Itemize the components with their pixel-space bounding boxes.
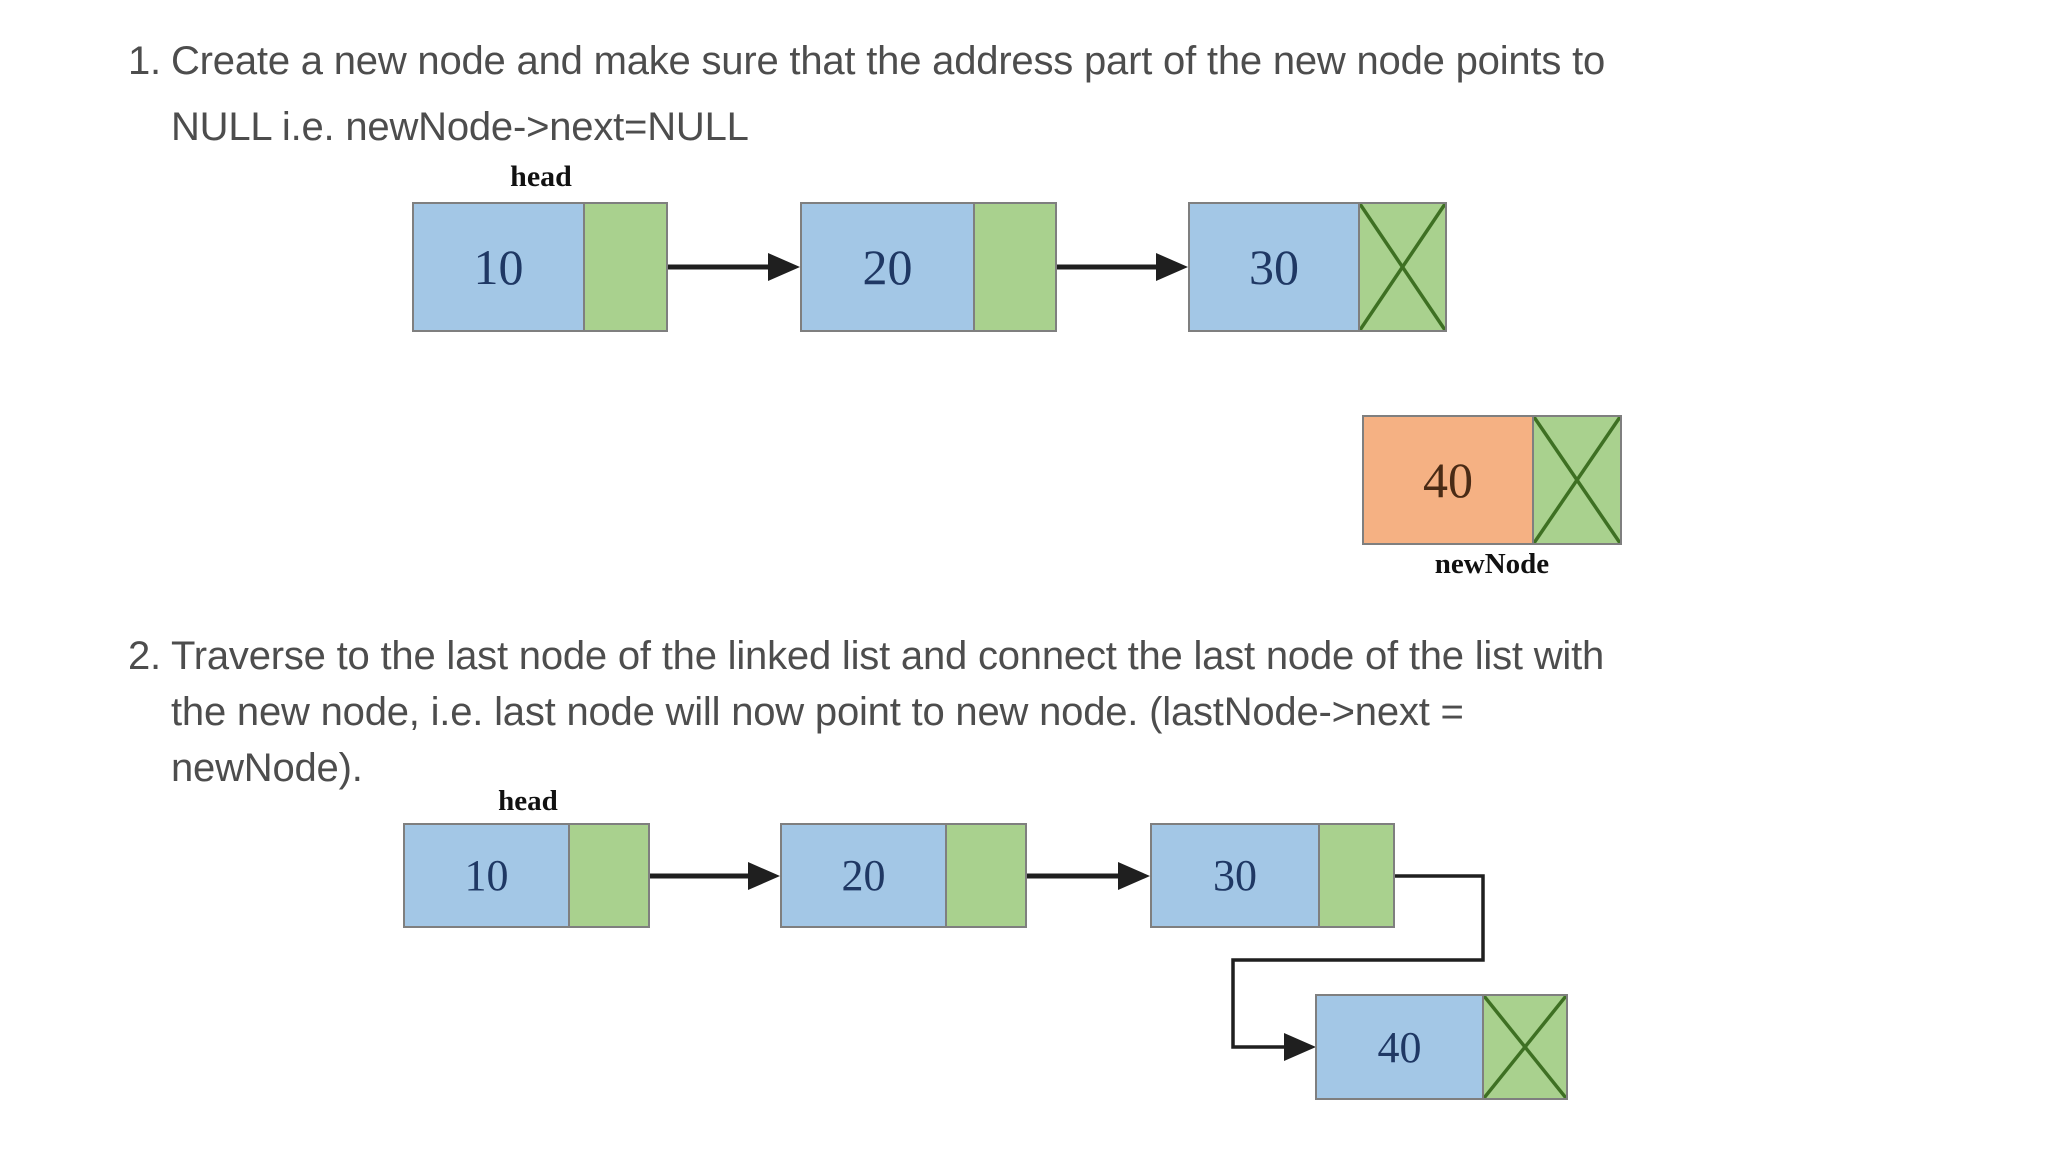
step-1-text: 1. Create a new node and make sure that … (128, 28, 1605, 160)
list-marker-1: 1. (128, 39, 161, 83)
pointer-cell (1482, 994, 1568, 1100)
null-x-icon (1534, 417, 1620, 543)
data-cell: 40 (1315, 994, 1482, 1100)
step-1-line-1: 1. Create a new node and make sure that … (128, 28, 1605, 94)
arrow-d2-10-20 (650, 862, 780, 890)
linked-list-node-10: 10 (403, 823, 650, 928)
null-x-icon (1484, 996, 1566, 1098)
list-marker-2: 2. (128, 634, 161, 678)
arrow-d2-20-30 (1027, 862, 1150, 890)
null-x-icon (1360, 204, 1445, 330)
linked-list-node-30: 30 (1188, 202, 1447, 332)
node-value: 10 (473, 239, 524, 295)
arrow-d1-10-20 (668, 253, 800, 281)
step-1-line-2: NULL i.e. newNode->next=NULL (171, 105, 749, 149)
new-node-40: 40 (1362, 415, 1622, 545)
pointer-cell (973, 202, 1057, 332)
data-cell: 20 (780, 823, 945, 928)
data-cell: 30 (1150, 823, 1318, 928)
step-2-text: 2. Traverse to the last node of the link… (128, 628, 1604, 796)
data-cell: 10 (403, 823, 568, 928)
step-2-line-3: newNode). (171, 746, 363, 790)
head-label-diagram2: head (498, 785, 558, 817)
data-cell: 10 (412, 202, 583, 332)
data-cell: 40 (1362, 415, 1532, 545)
pointer-cell (945, 823, 1027, 928)
node-value: 20 (841, 851, 886, 900)
linked-list-node-20: 20 (800, 202, 1057, 332)
pointer-cell (1358, 202, 1447, 332)
pointer-cell (583, 202, 668, 332)
data-cell: 20 (800, 202, 973, 332)
node-value: 10 (464, 851, 509, 900)
linked-list-node-20: 20 (780, 823, 1027, 928)
linked-list-node-40: 40 (1315, 994, 1568, 1100)
node-value: 40 (1423, 452, 1473, 508)
node-value: 30 (1213, 851, 1257, 900)
pointer-cell (568, 823, 650, 928)
step-2-line-2: the new node, i.e. last node will now po… (171, 690, 1464, 734)
linked-list-node-10: 10 (412, 202, 668, 332)
node-value: 30 (1249, 239, 1299, 295)
head-label-diagram1: head (510, 160, 572, 193)
pointer-cell (1532, 415, 1622, 545)
linked-list-node-30: 30 (1150, 823, 1395, 928)
data-cell: 30 (1188, 202, 1358, 332)
arrow-d1-20-30 (1057, 253, 1188, 281)
step-2-line-1: 2. Traverse to the last node of the link… (128, 628, 1604, 684)
node-value: 40 (1377, 1022, 1422, 1072)
node-value: 20 (862, 239, 913, 295)
newnode-label: newNode (1434, 548, 1550, 580)
pointer-cell (1318, 823, 1395, 928)
